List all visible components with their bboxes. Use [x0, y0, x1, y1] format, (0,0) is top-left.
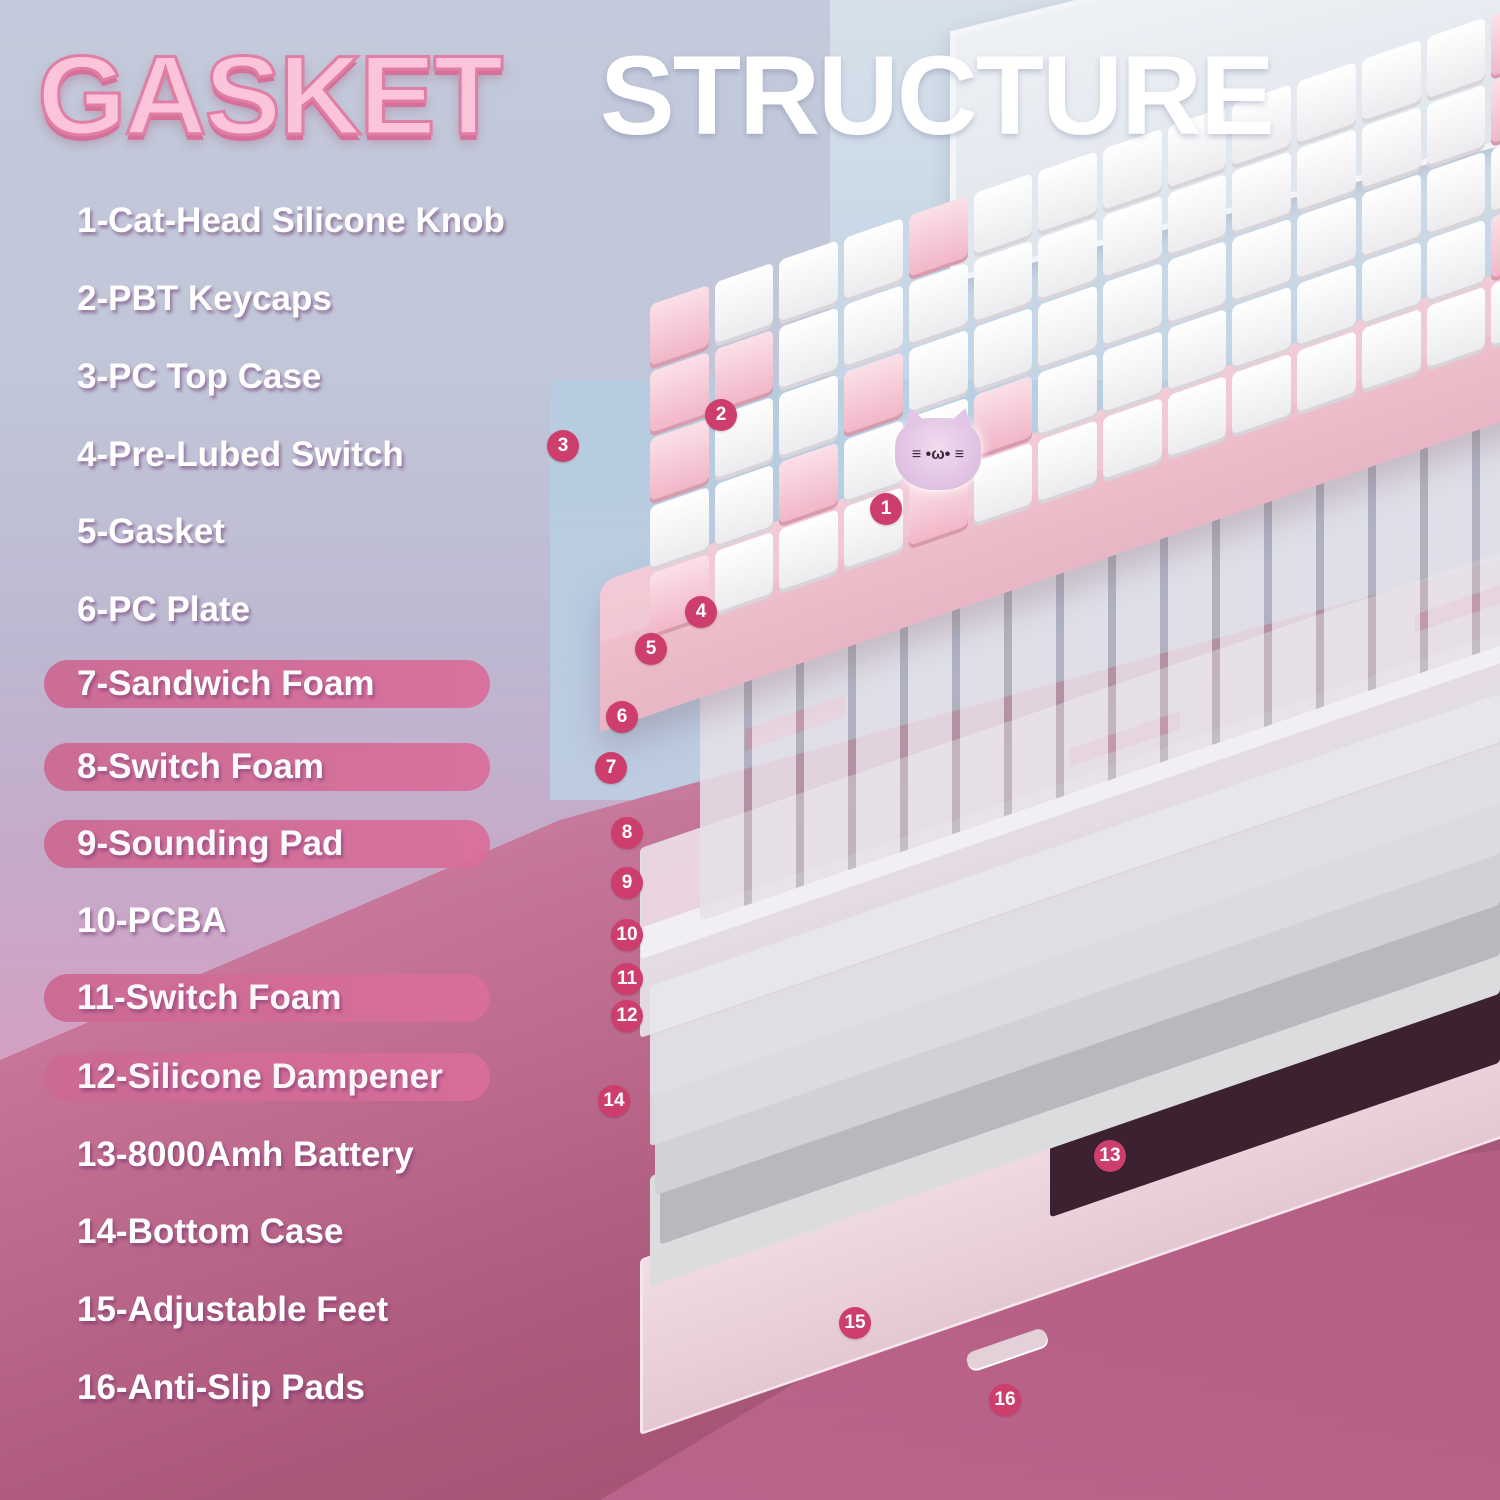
- title-structure: STRUCTURE: [600, 33, 1275, 158]
- part-anti-slip-pad: [964, 1326, 1050, 1372]
- callout-badge-13: 13: [1094, 1140, 1126, 1172]
- parts-list-item: 2-PBT Keycaps: [77, 279, 332, 318]
- parts-list-item: 15-Adjustable Feet: [77, 1290, 389, 1329]
- callout-badge-3: 3: [547, 430, 579, 462]
- parts-list-item: 14-Bottom Case: [77, 1212, 344, 1251]
- parts-list-item: 16-Anti-Slip Pads: [77, 1368, 365, 1407]
- parts-list-item-highlighted: 8-Switch Foam: [44, 743, 490, 791]
- cat-face-icon: ≡ •ω• ≡: [911, 446, 965, 463]
- callout-badge-7: 7: [595, 752, 627, 784]
- parts-list-item-highlighted: 9-Sounding Pad: [44, 820, 490, 868]
- callout-badge-11: 11: [611, 963, 643, 995]
- parts-list-item-highlighted: 11-Switch Foam: [44, 974, 490, 1022]
- parts-list-item: 5-Gasket: [77, 512, 225, 551]
- callout-badge-10: 10: [611, 919, 643, 951]
- callout-badge-4: 4: [685, 596, 717, 628]
- parts-list-item: 1-Cat-Head Silicone Knob: [77, 201, 505, 240]
- callout-badge-6: 6: [606, 701, 638, 733]
- cat-head-knob: ≡ •ω• ≡: [895, 418, 981, 490]
- parts-list-item-highlighted: 12-Silicone Dampener: [44, 1053, 490, 1101]
- callout-badge-14: 14: [598, 1085, 630, 1117]
- callout-badge-12: 12: [611, 1000, 643, 1032]
- parts-list-item-highlighted: 7-Sandwich Foam: [44, 660, 490, 708]
- parts-list-item: 6-PC Plate: [77, 590, 251, 629]
- parts-list-item: 13-8000Amh Battery: [77, 1135, 414, 1174]
- callout-badge-9: 9: [611, 867, 643, 899]
- callout-badge-16: 16: [989, 1384, 1021, 1416]
- callout-badge-5: 5: [635, 633, 667, 665]
- parts-list-item: 10-PCBA: [77, 901, 227, 940]
- parts-list-item: 3-PC Top Case: [77, 357, 322, 396]
- callout-badge-1: 1: [870, 493, 902, 525]
- callout-badge-2: 2: [705, 399, 737, 431]
- parts-list-item: 4-Pre-Lubed Switch: [77, 435, 404, 474]
- callout-badge-15: 15: [839, 1307, 871, 1339]
- callout-badge-8: 8: [611, 817, 643, 849]
- title-gasket: GASKET: [36, 33, 505, 158]
